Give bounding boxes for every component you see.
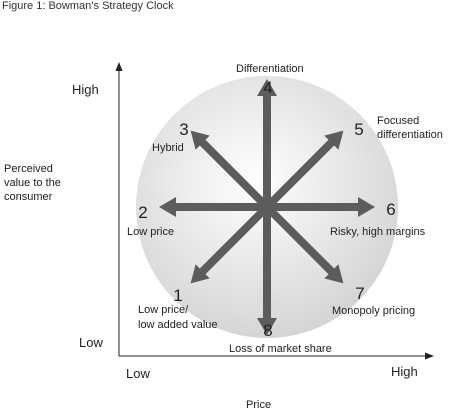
position-label-2: Low price [127,226,174,238]
figure-title: Figure 1: Bowman’s Strategy Clock [2,0,174,12]
arrow-position-7 [264,204,344,284]
y-axis-title-line: Perceived [4,163,53,175]
y-axis-low-label: Low [79,335,103,350]
arrow-position-1 [190,204,270,284]
y-axis-arrowhead [115,62,123,71]
arrow-position-5 [264,130,344,210]
arrow-hub [261,201,273,213]
position-label-1: Low price/ [138,304,189,316]
position-label-3: Hybrid [152,142,184,154]
x-axis-title: Price [246,399,272,411]
position-number-1: 1 [173,286,182,305]
position-number-6: 6 [386,200,395,219]
arrow-position-3 [190,130,270,210]
position-label-7: Monopoly pricing [332,305,415,317]
x-axis-high-label: High [391,364,418,379]
arrow-position-4 [257,79,277,207]
position-number-5: 5 [354,120,363,139]
position-label-8: Loss of market share [229,343,332,355]
x-axis-low-label: Low [126,366,150,381]
position-label-4: Differentiation [236,63,304,75]
arrow-position-8 [257,207,277,335]
position-label-6: Risky, high margins [330,226,426,238]
y-axis-title-line: consumer [4,191,53,203]
position-number-8: 8 [263,321,272,340]
y-axis-title-line: value to the [4,177,61,189]
x-axis-arrowhead [425,352,434,360]
strategy-arrows [159,79,375,335]
position-label-5: differentiation [377,129,443,141]
position-number-2: 2 [138,203,147,222]
position-label-1: low added value [138,319,218,331]
position-number-7: 7 [355,284,364,303]
position-number-3: 3 [179,120,188,139]
arrow-position-6 [267,197,375,217]
position-number-4: 4 [263,78,272,97]
y-axis-high-label: High [72,82,99,97]
position-label-5: Focused [377,115,419,127]
arrow-position-2 [159,197,267,217]
y-axis-title: Perceived value to the consumer [4,162,84,204]
